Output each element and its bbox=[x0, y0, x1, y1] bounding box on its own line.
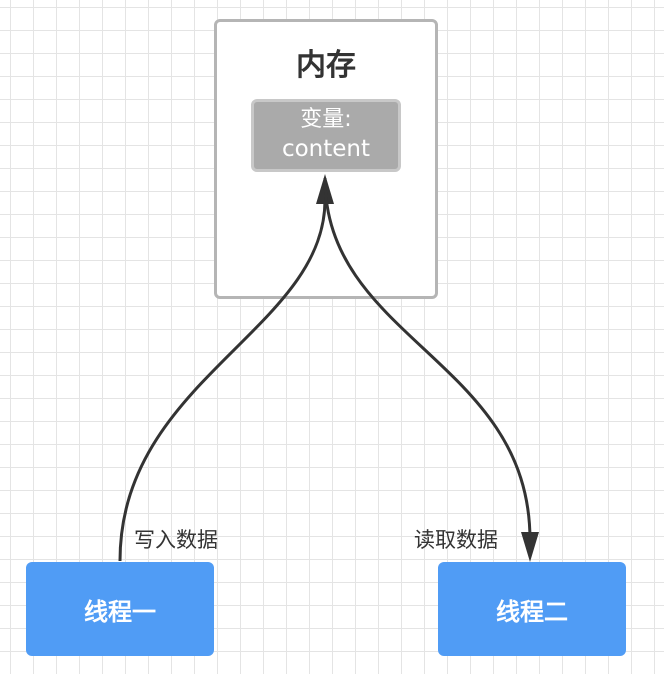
write-data-label: 写入数据 bbox=[134, 528, 218, 552]
thread-two-node: 线程二 bbox=[438, 562, 626, 656]
memory-title: 内存 bbox=[296, 48, 356, 83]
variable-label: 变量: bbox=[300, 107, 352, 132]
read-data-label: 读取数据 bbox=[414, 528, 498, 552]
variable-name: content bbox=[281, 136, 371, 162]
read-arrow-line bbox=[323, 177, 532, 541]
write-arrow-line bbox=[118, 199, 327, 562]
variable-node: 变量: content bbox=[251, 99, 401, 172]
thread-one-node: 线程一 bbox=[26, 562, 214, 656]
read-arrow-head bbox=[521, 532, 539, 562]
